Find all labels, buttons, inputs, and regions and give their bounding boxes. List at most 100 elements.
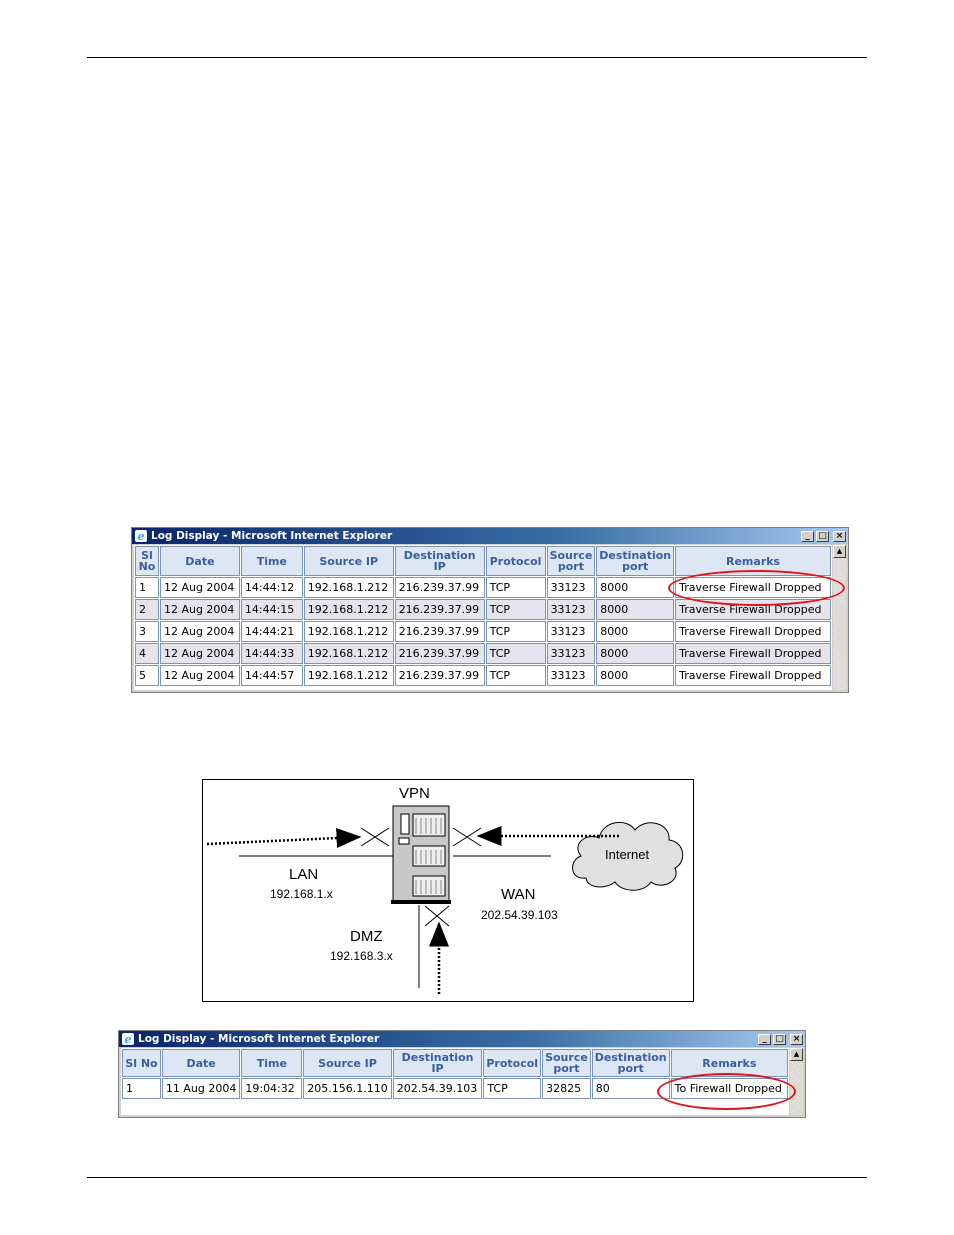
col-protocol: Protocol (483, 1049, 542, 1077)
cell-dst-port: 8000 (596, 577, 675, 598)
col-date: Date (159, 546, 240, 576)
cell-src-port: 33123 (546, 665, 596, 686)
internet-explorer-icon: e (135, 530, 147, 543)
cell-src-ip: 192.168.1.212 (303, 665, 394, 686)
cell-time: 19:04:32 (241, 1078, 303, 1099)
vertical-scrollbar[interactable]: ▲ (790, 1048, 803, 1115)
dmz-label: DMZ (350, 928, 383, 945)
cell-src-ip: 205.156.1.110 (303, 1078, 392, 1099)
internet-label: Internet (605, 847, 650, 862)
cell-time: 14:44:21 (240, 621, 303, 642)
col-source-port: Source port (546, 546, 596, 576)
cell-dst-ip: 216.239.37.99 (394, 621, 485, 642)
cell-sl: 5 (135, 665, 159, 686)
vpn-label: VPN (399, 785, 430, 802)
cell-dst-ip: 216.239.37.99 (394, 599, 485, 620)
log-content: Sl No Date Time Source IP Destination IP… (134, 545, 832, 690)
lan-label: LAN (289, 866, 319, 883)
cell-dst-port: 8000 (596, 665, 675, 686)
cell-time: 14:44:33 (240, 643, 303, 664)
cell-sl: 1 (122, 1078, 161, 1099)
cell-dst-port: 8000 (596, 621, 675, 642)
cell-date: 12 Aug 2004 (159, 577, 240, 598)
cell-src-port: 33123 (546, 643, 596, 664)
cell-protocol: TCP (485, 643, 546, 664)
lan-ip-label: 192.168.1.x (270, 887, 333, 901)
cell-src-port: 33123 (546, 599, 596, 620)
cell-dst-ip: 202.54.39.103 (392, 1078, 483, 1099)
window-title-bar[interactable]: e Log Display - Microsoft Internet Explo… (132, 528, 848, 544)
cell-src-port: 33123 (546, 621, 596, 642)
window-title-bar[interactable]: e Log Display - Microsoft Internet Explo… (119, 1031, 805, 1047)
cell-remarks: Traverse Firewall Dropped (675, 621, 831, 642)
cell-remarks: Traverse Firewall Dropped (675, 665, 831, 686)
cell-src-ip: 192.168.1.212 (303, 577, 394, 598)
minimize-button[interactable]: _ (758, 1033, 771, 1045)
internet-cloud-icon (572, 822, 684, 891)
restore-button[interactable]: □ (816, 530, 829, 542)
cell-sl: 4 (135, 643, 159, 664)
minimize-button[interactable]: _ (801, 530, 814, 542)
col-time: Time (241, 1049, 303, 1077)
cell-protocol: TCP (483, 1078, 542, 1099)
close-button[interactable]: × (790, 1033, 803, 1045)
col-source-ip: Source IP (303, 1049, 392, 1077)
network-diagram: VPN Internet LAN 192.168.1.x WAN 202.54.… (202, 779, 694, 1002)
network-diagram-graphic (206, 805, 684, 994)
cell-sl: 3 (135, 621, 159, 642)
cell-protocol: TCP (485, 665, 546, 686)
window-title: Log Display - Microsoft Internet Explore… (151, 530, 393, 542)
window-title: Log Display - Microsoft Internet Explore… (138, 1033, 380, 1045)
cell-src-port: 33123 (546, 577, 596, 598)
cell-date: 12 Aug 2004 (159, 599, 240, 620)
log-display-window-1: e Log Display - Microsoft Internet Explo… (131, 527, 849, 693)
cell-src-ip: 192.168.1.212 (303, 599, 394, 620)
dmz-ip-label: 192.168.3.x (330, 949, 393, 963)
cell-protocol: TCP (485, 599, 546, 620)
cell-dst-port: 8000 (596, 599, 675, 620)
cell-dst-port: 80 (591, 1078, 670, 1099)
cell-date: 12 Aug 2004 (159, 621, 240, 642)
highlight-ellipse (657, 1073, 796, 1110)
cell-dst-ip: 216.239.37.99 (394, 665, 485, 686)
col-destination-port: Destination port (591, 1049, 670, 1077)
col-time: Time (240, 546, 303, 576)
col-destination-ip: Destination IP (392, 1049, 483, 1077)
cell-src-ip: 192.168.1.212 (303, 621, 394, 642)
cell-date: 11 Aug 2004 (161, 1078, 241, 1099)
col-sl-no: Sl No (135, 546, 159, 576)
block-marks (360, 827, 482, 927)
cell-time: 14:44:12 (240, 577, 303, 598)
col-source-ip: Source IP (303, 546, 394, 576)
col-date: Date (161, 1049, 241, 1077)
cell-src-ip: 192.168.1.212 (303, 643, 394, 664)
col-destination-ip: Destination IP (394, 546, 485, 576)
cell-src-port: 32825 (542, 1078, 591, 1099)
restore-button[interactable]: □ (773, 1033, 786, 1045)
cell-date: 12 Aug 2004 (159, 665, 240, 686)
internet-explorer-icon: e (122, 1033, 134, 1046)
footer-rule (87, 1177, 867, 1178)
highlight-ellipse (668, 570, 845, 606)
cell-dst-ip: 216.239.37.99 (394, 643, 485, 664)
lan-dotted-arrow (206, 828, 362, 849)
cell-sl: 1 (135, 577, 159, 598)
close-button[interactable]: × (833, 530, 846, 542)
cell-protocol: TCP (485, 577, 546, 598)
cell-date: 12 Aug 2004 (159, 643, 240, 664)
vertical-scrollbar[interactable]: ▲ (833, 545, 846, 690)
wan-ip-label: 202.54.39.103 (481, 908, 558, 922)
scroll-up-arrow-icon[interactable]: ▲ (833, 545, 846, 558)
cell-protocol: TCP (485, 621, 546, 642)
col-destination-port: Destination port (596, 546, 675, 576)
col-protocol: Protocol (485, 546, 546, 576)
vpn-device-icon (391, 805, 451, 904)
cell-dst-ip: 216.239.37.99 (394, 577, 485, 598)
cell-time: 14:44:57 (240, 665, 303, 686)
cell-sl: 2 (135, 599, 159, 620)
scroll-up-arrow-icon[interactable]: ▲ (790, 1048, 803, 1061)
table-header-row: Sl No Date Time Source IP Destination IP… (135, 546, 831, 576)
col-sl-no: Sl No (122, 1049, 161, 1077)
